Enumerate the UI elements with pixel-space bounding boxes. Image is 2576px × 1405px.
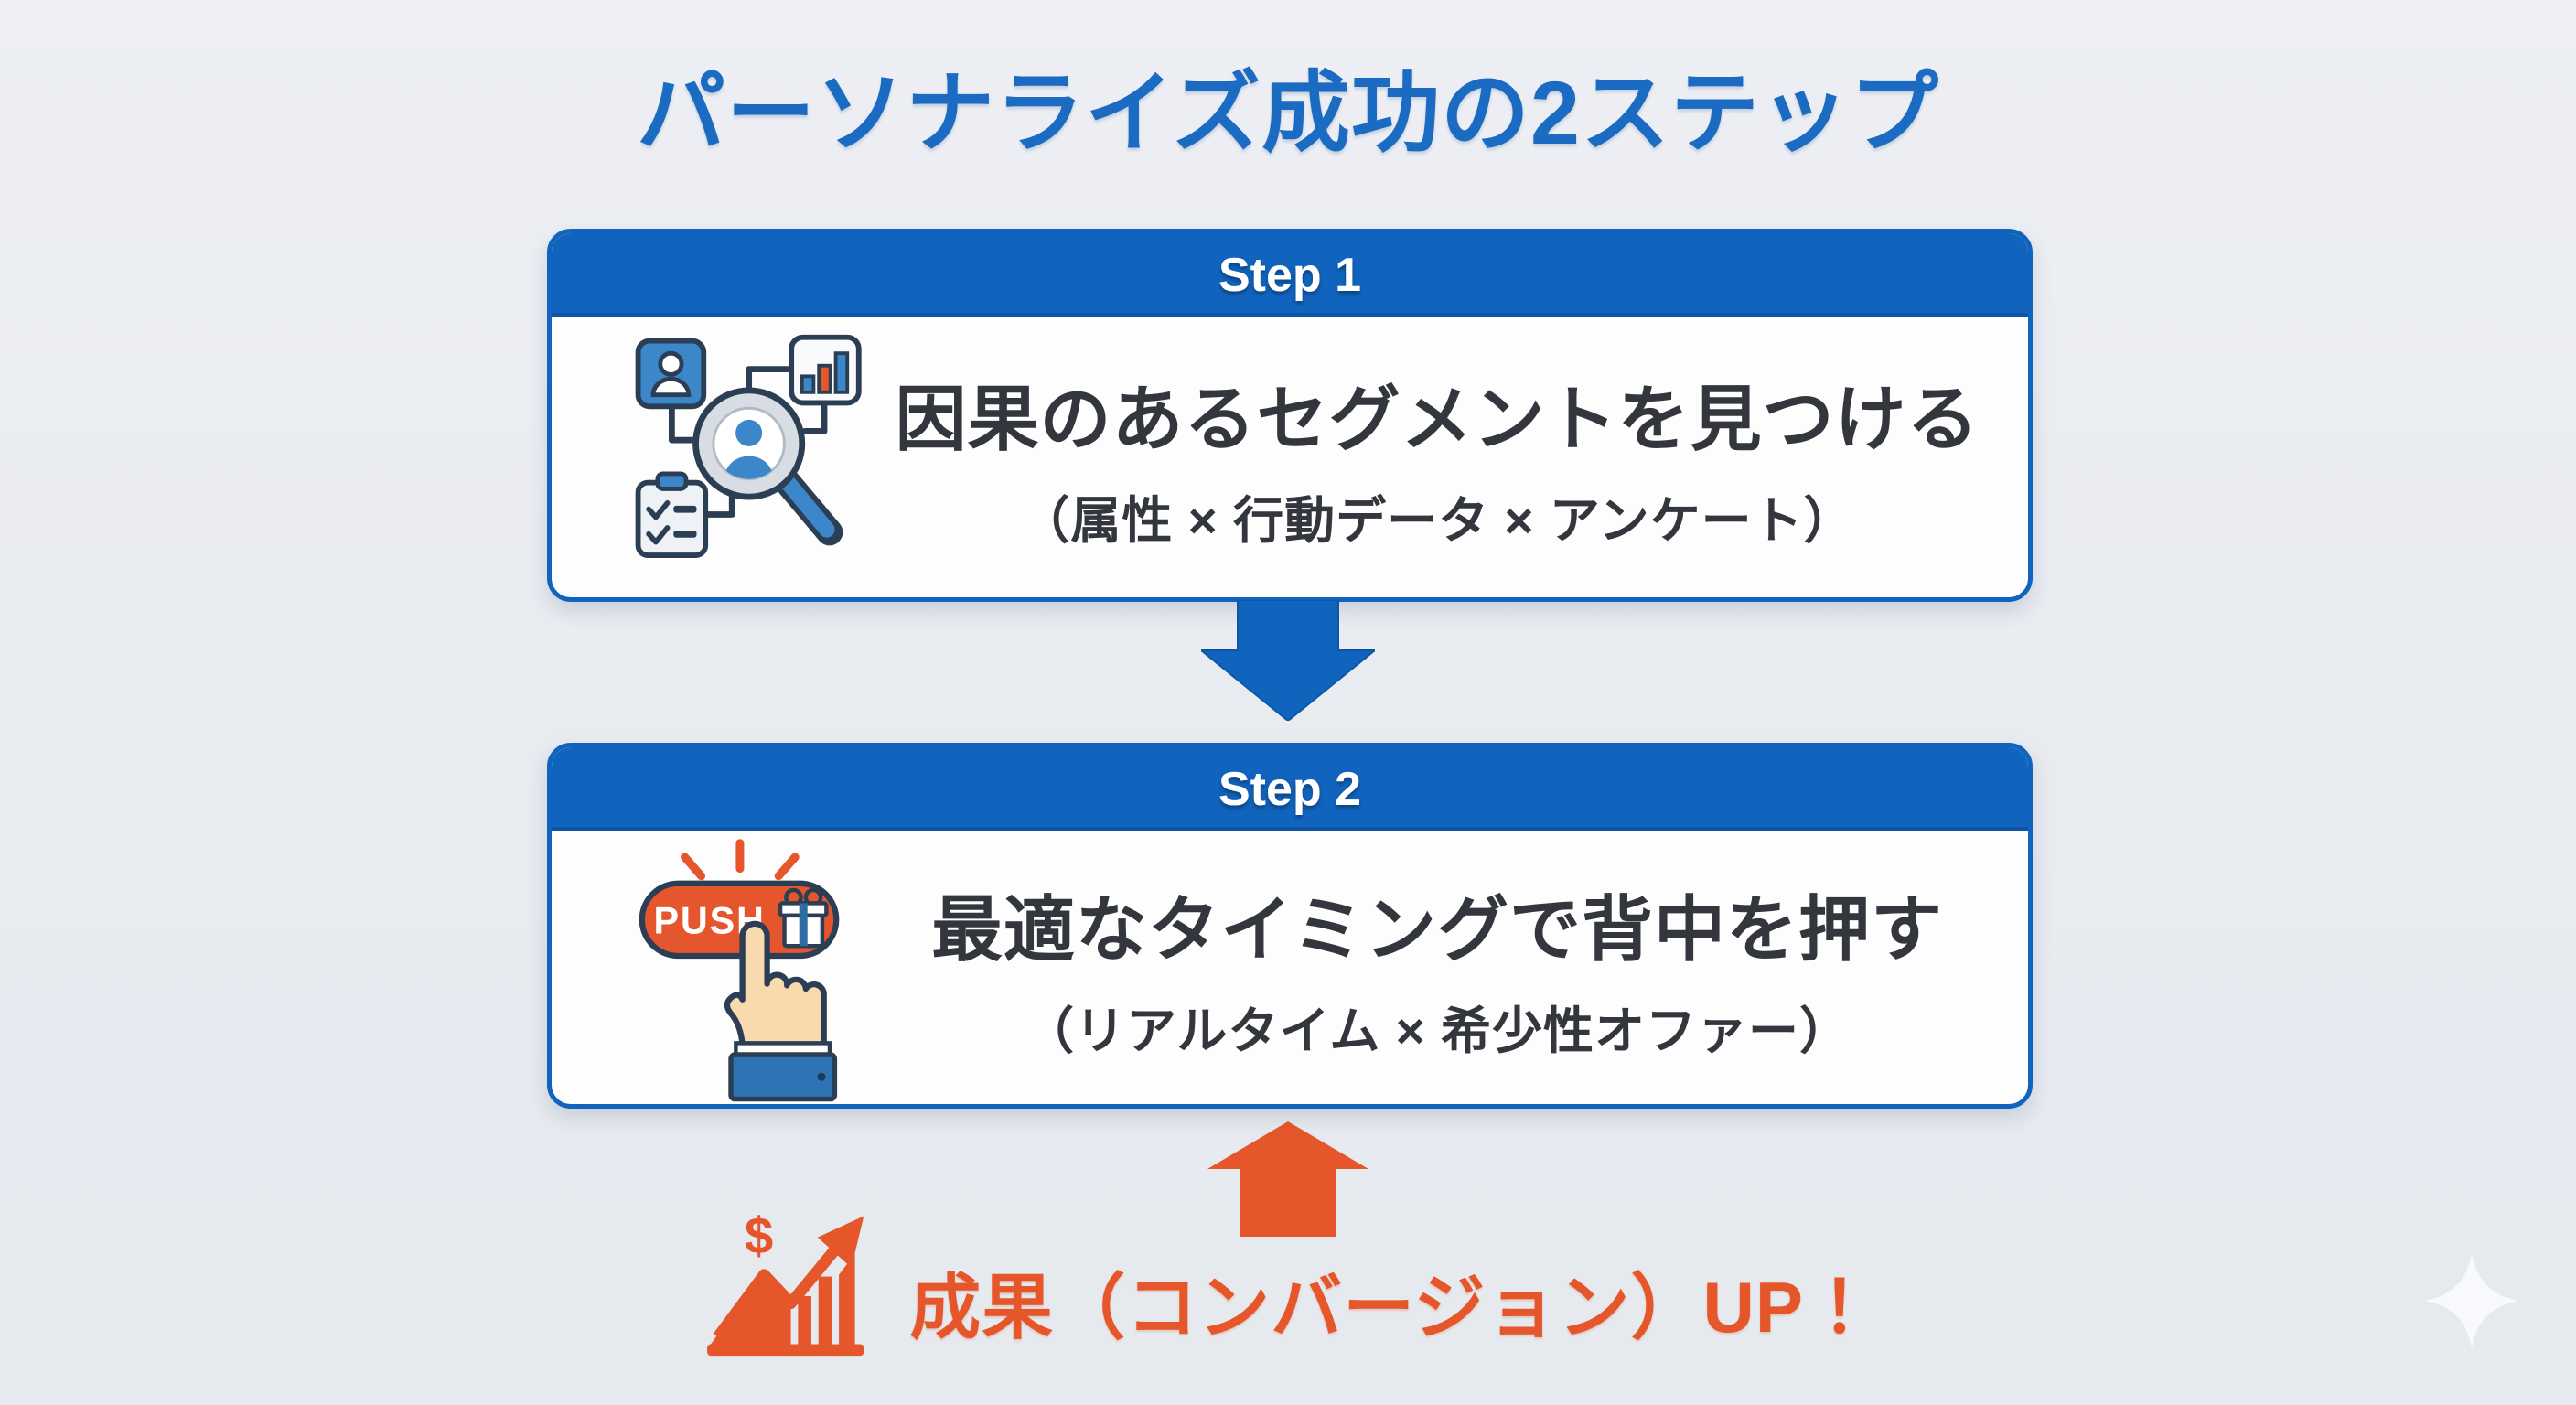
- connector-lines: [668, 365, 828, 518]
- growth-chart-icon: $: [700, 1196, 878, 1366]
- user-card-icon: [635, 338, 707, 409]
- burst-lines-icon: [681, 838, 800, 880]
- step2-header: Step 2: [552, 747, 2028, 831]
- arrow-up-icon: [1208, 1121, 1368, 1241]
- step1-text: 因果のあるセグメントを見つける （属性 × 行動データ × アンケート）: [890, 362, 1984, 552]
- push-button-hand-svg: PUSH: [639, 838, 840, 1101]
- growth-chart-svg: $: [707, 1207, 864, 1357]
- step1-body: 因果のあるセグメントを見つける （属性 × 行動データ × アンケート）: [552, 317, 2028, 597]
- result-text: 成果（コンバージョン）UP！: [909, 1266, 1876, 1347]
- bar-chart-icon: [789, 334, 862, 405]
- segment-search-magnifier-svg: [635, 334, 862, 558]
- step1-header: Step 1: [552, 233, 2028, 317]
- clipboard-checklist-icon: [635, 471, 709, 558]
- dollar-sign: $: [745, 1207, 773, 1264]
- result-row: $ 成果（コンバージョン）UP！: [700, 1196, 1876, 1366]
- magnifier-person-icon: [692, 386, 843, 545]
- segment-search-magnifier-icon: [588, 325, 890, 591]
- step2-heading: 最適なタイミングで背中を押す: [930, 889, 1943, 970]
- step2-card: Step 2 PUSH: [547, 743, 2033, 1109]
- gift-icon: [778, 887, 829, 948]
- sparkle-icon: [2424, 1253, 2519, 1353]
- page-title: パーソナライズ成功の2ステップ: [636, 63, 1940, 163]
- step2-body: PUSH: [552, 831, 2028, 1104]
- step2-text: 最適なタイミングで背中を押す （リアルタイム × 希少性オファー）: [890, 873, 1984, 1063]
- push-button-hand-icon: PUSH: [588, 832, 890, 1104]
- step1-label: Step 1: [1218, 249, 1362, 302]
- step1-card: Step 1: [547, 229, 2033, 602]
- push-pill-button: PUSH: [639, 880, 840, 959]
- hand-cursor-icon: [724, 920, 838, 1101]
- step1-subheading: （属性 × 行動データ × アンケート）: [1019, 492, 1855, 549]
- arrow-down-icon: [1198, 599, 1378, 725]
- step2-label: Step 2: [1218, 763, 1362, 816]
- step2-subheading: （リアルタイム × 希少性オファー）: [1023, 1003, 1852, 1059]
- step1-heading: 因果のあるセグメントを見つける: [895, 379, 1980, 459]
